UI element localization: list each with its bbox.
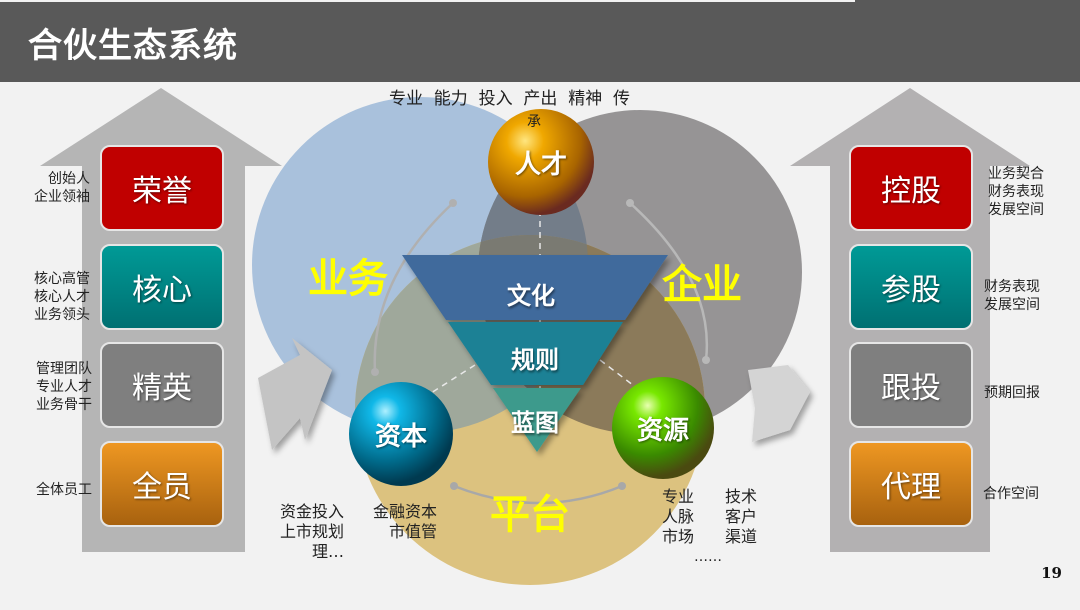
tier-controlling: 控股 — [849, 145, 973, 231]
page-number: 19 — [1041, 564, 1062, 582]
title-bar-top-edge — [855, 0, 1080, 3]
right-curved-arrow-icon — [748, 365, 810, 442]
capital-label: 资本 — [374, 421, 427, 452]
enterprise-label: 企业 — [662, 262, 742, 308]
resource-notes-ellipsis: …… — [694, 549, 722, 565]
page-title: 合伙生态系统 — [28, 26, 238, 66]
tier-all-staff: 全员 — [100, 441, 224, 527]
funnel-blueprint — [493, 388, 581, 452]
business-label: 业务 — [308, 256, 388, 302]
funnel-culture-label: 文化 — [507, 282, 555, 310]
tier-controlling-desc: 业务契合 财务表现 发展空间 — [988, 166, 1044, 218]
capital-notes-col1: 资金投入 上市规划 理… — [279, 502, 344, 561]
platform-label: 平台 — [490, 492, 570, 538]
tier-elite-desc: 管理团队 专业人才 业务骨干 — [36, 361, 92, 413]
tier-core-desc: 核心高管 核心人才 业务领头 — [34, 271, 90, 323]
resource-notes-col1: 专业 人脉 市场 — [662, 487, 695, 546]
talent-label: 人才 — [514, 149, 567, 180]
capital-ball — [349, 382, 453, 486]
resource-label: 资源 — [636, 415, 689, 446]
left-curved-arrow-icon — [258, 338, 332, 450]
funnel-rules-label: 规则 — [511, 346, 559, 374]
title-bar: 合伙生态系统 — [0, 2, 1080, 82]
tier-co-invest: 跟投 — [849, 342, 973, 428]
tier-agency-desc: 合作空间 — [983, 486, 1039, 502]
talent-caption: 专业 能力 投入 产出 精神 传 — [389, 89, 631, 109]
tier-honor-desc: 创始人 企业领袖 — [34, 171, 90, 205]
funnel-rules — [448, 322, 623, 385]
capital-notes-col2: 金融资本 市值管 — [372, 502, 437, 541]
funnel-blueprint-label: 蓝图 — [511, 409, 559, 437]
resource-notes-col2: 技术 客户 渠道 — [725, 487, 758, 546]
tier-equity: 参股 — [849, 244, 973, 330]
funnel-culture — [402, 255, 668, 320]
tier-equity-desc: 财务表现 发展空间 — [984, 279, 1040, 313]
tier-core: 核心 — [100, 244, 224, 330]
talent-caption-wrap: 承 — [527, 114, 541, 130]
tier-elite: 精英 — [100, 342, 224, 428]
tier-agency: 代理 — [849, 441, 973, 527]
tier-honor: 荣誉 — [100, 145, 224, 231]
tier-co-invest-desc: 预期回报 — [984, 385, 1040, 401]
tier-all-staff-desc: 全体员工 — [36, 482, 92, 498]
resource-ball — [612, 377, 714, 479]
talent-ball — [488, 109, 594, 215]
